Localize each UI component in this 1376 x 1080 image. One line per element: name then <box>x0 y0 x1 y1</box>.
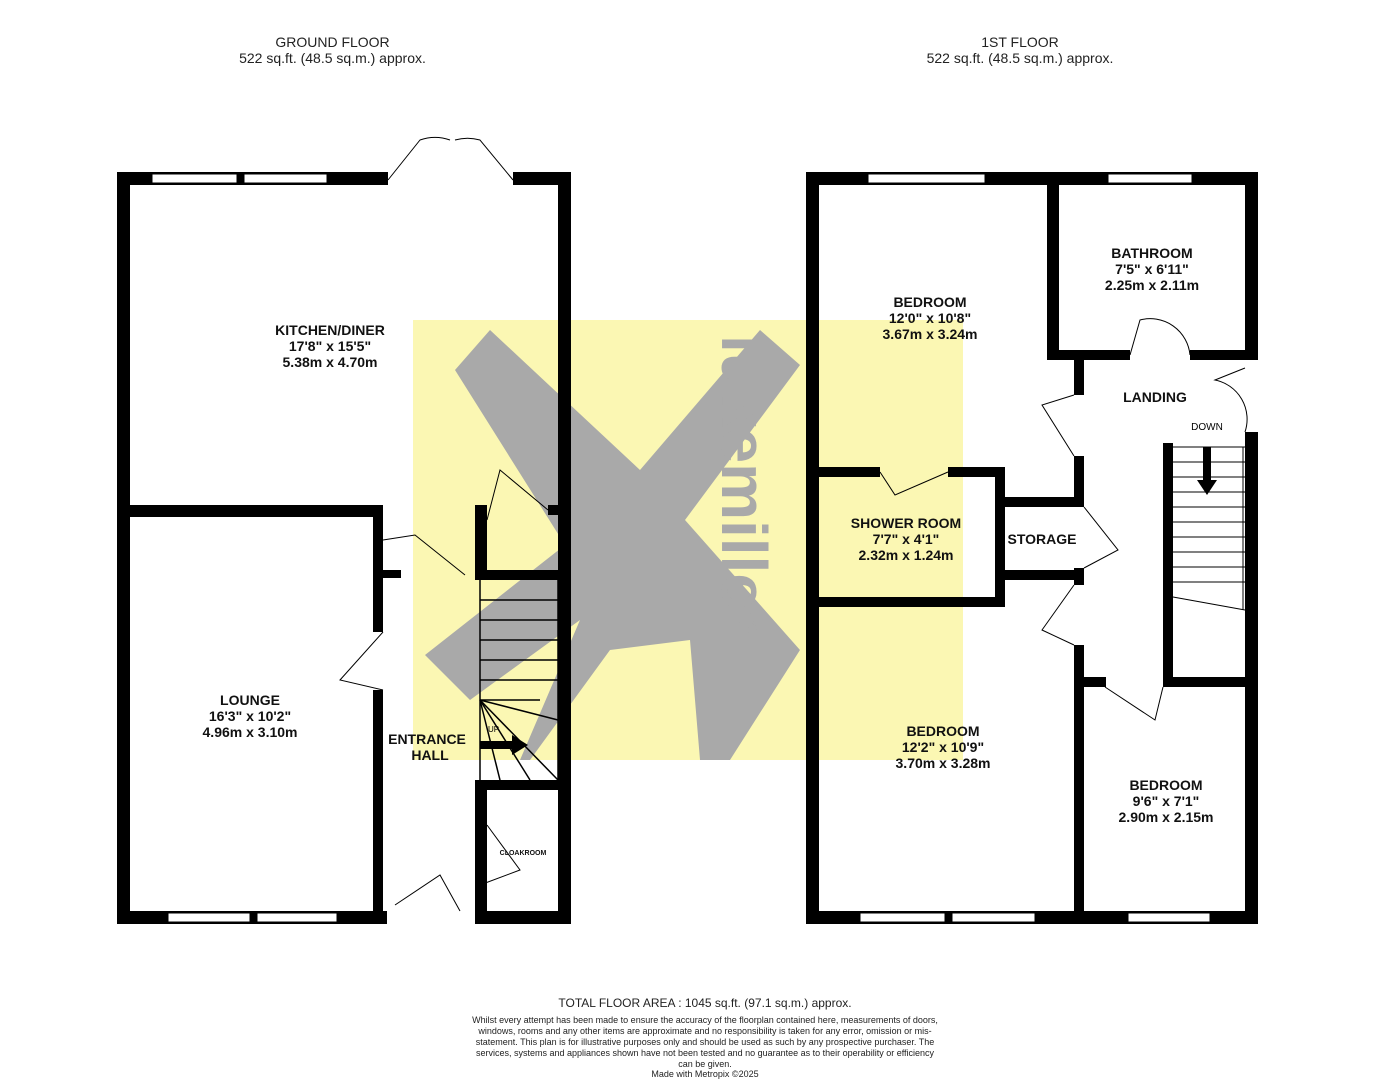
room-size-imperial: 9'6" x 7'1" <box>1133 793 1200 809</box>
room-bedroom-2: BEDROOM 12'2" x 10'9" 3.70m x 3.28m <box>896 723 991 771</box>
window <box>243 173 328 184</box>
room-size-metric: 3.70m x 3.28m <box>896 755 991 771</box>
window <box>256 912 338 923</box>
room-name: ENTRANCE <box>388 731 466 747</box>
window <box>151 173 238 184</box>
window <box>859 912 946 923</box>
stair-up-arrow-icon <box>480 735 528 755</box>
ground-floor-title: GROUND FLOOR <box>275 34 390 50</box>
room-name: BEDROOM <box>1129 777 1202 793</box>
room-bedroom-3: BEDROOM 9'6" x 7'1" 2.90m x 2.15m <box>1119 777 1214 825</box>
room-cloakroom: CLOAKROOM <box>500 850 547 857</box>
room-size-imperial: 12'2" x 10'9" <box>902 739 984 755</box>
disclaimer: Whilst every attempt has been made to en… <box>472 1015 938 1069</box>
ground-floor-area: 522 sq.ft. (48.5 sq.m.) approx. <box>239 50 426 66</box>
room-size-imperial: 17'8" x 15'5" <box>289 338 371 354</box>
room-size-imperial: 7'5" x 6'11" <box>1115 261 1189 277</box>
credit: Made with Metropix ©2025 <box>651 1069 759 1079</box>
room-name: BEDROOM <box>893 294 966 310</box>
room-bedroom-1: BEDROOM 12'0" x 10'8" 3.67m x 3.24m <box>883 294 978 342</box>
stair-up-label: UP <box>488 725 499 734</box>
room-name: BEDROOM <box>906 723 979 739</box>
room-name: BATHROOM <box>1111 245 1192 261</box>
room-name: KITCHEN/DINER <box>275 322 385 338</box>
window <box>867 173 986 184</box>
room-landing: LANDING <box>1123 389 1187 405</box>
room-storage: STORAGE <box>1008 531 1077 547</box>
room-size-imperial: 16'3" x 10'2" <box>209 708 291 724</box>
window <box>1127 912 1211 923</box>
room-size-metric: 4.96m x 3.10m <box>203 724 298 740</box>
first-floor-area: 522 sq.ft. (48.5 sq.m.) approx. <box>926 50 1114 66</box>
stair-down-label: DOWN <box>1191 422 1223 433</box>
room-size-metric: 2.32m x 1.24m <box>859 547 954 563</box>
room-name: LOUNGE <box>220 692 280 708</box>
room-lounge: LOUNGE 16'3" x 10'2" 4.96m x 3.10m <box>203 692 298 740</box>
first-floor-header: 1ST FLOOR 522 sq.ft. (48.5 sq.m.) approx… <box>870 34 1170 66</box>
room-size-metric: 2.25m x 2.11m <box>1105 277 1199 293</box>
room-size-metric: 2.90m x 2.15m <box>1119 809 1214 825</box>
room-size-metric: 3.67m x 3.24m <box>883 326 978 342</box>
room-kitchen-diner: KITCHEN/DINER 17'8" x 15'5" 5.38m x 4.70… <box>275 322 385 370</box>
room-entrance-hall: ENTRANCE HALL UP <box>388 725 499 763</box>
watermark: lukemiller <box>413 320 963 760</box>
windmill-logo-icon <box>425 330 800 760</box>
first-floor-title: 1ST FLOOR <box>981 34 1059 50</box>
window <box>1107 173 1193 184</box>
room-shower-room: SHOWER ROOM 7'7" x 4'1" 2.32m x 1.24m <box>851 515 961 563</box>
room-name: SHOWER ROOM <box>851 515 961 531</box>
room-size-metric: 5.38m x 4.70m <box>283 354 378 370</box>
window <box>951 912 1036 923</box>
ground-floor-walls <box>117 136 571 924</box>
watermark-text: lukemiller <box>708 335 780 634</box>
stair-down-arrow-icon <box>1197 447 1217 495</box>
first-floor-walls <box>806 172 1258 924</box>
window <box>167 912 251 923</box>
room-size-imperial: 12'0" x 10'8" <box>889 310 971 326</box>
room-size-imperial: 7'7" x 4'1" <box>873 531 940 547</box>
room-bathroom: BATHROOM 7'5" x 6'11" 2.25m x 2.11m <box>1105 245 1199 293</box>
total-floor-area: TOTAL FLOOR AREA : 1045 sq.ft. (97.1 sq.… <box>558 996 852 1010</box>
ground-floor-header: GROUND FLOOR 522 sq.ft. (48.5 sq.m.) app… <box>180 34 485 66</box>
room-name-2: HALL <box>411 747 449 763</box>
